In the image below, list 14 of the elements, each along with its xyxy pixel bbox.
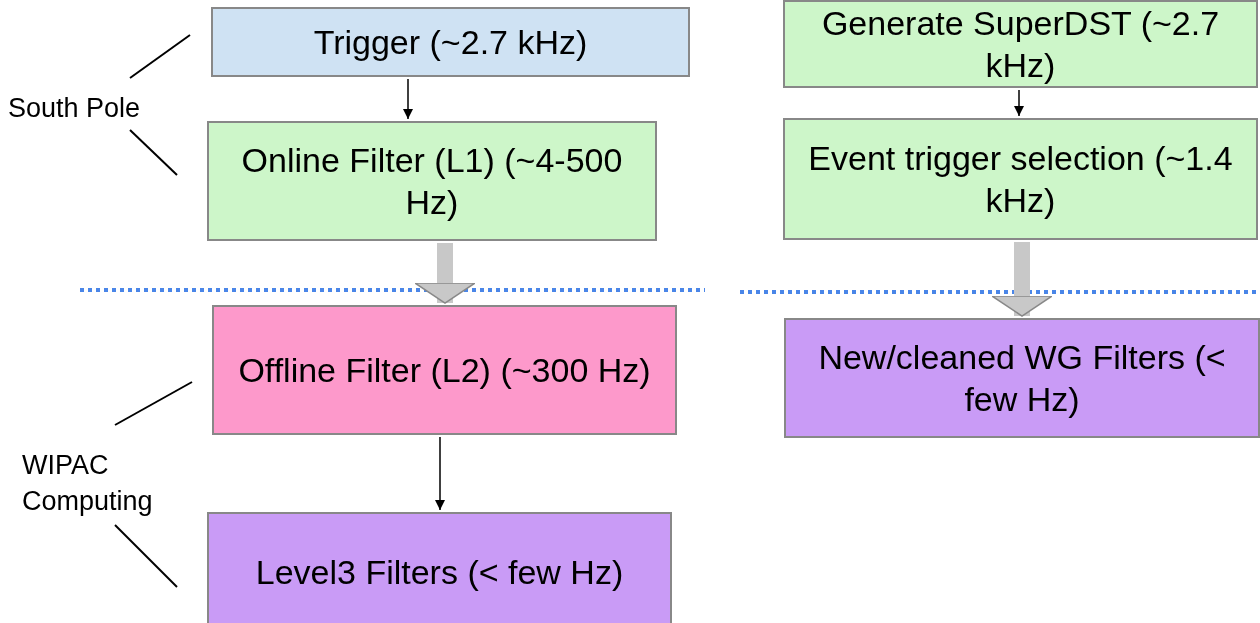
process-box: Trigger (~2.7 kHz) bbox=[211, 7, 690, 77]
region-label: WIPAC Computing bbox=[22, 449, 154, 518]
process-box: New/cleaned WG Filters (< few Hz) bbox=[784, 318, 1260, 438]
block-arrow bbox=[414, 243, 476, 304]
process-box: Generate SuperDST (~2.7 kHz) bbox=[783, 0, 1258, 88]
process-box: Offline Filter (L2) (~300 Hz) bbox=[212, 305, 677, 435]
arrow bbox=[403, 78, 413, 120]
arrow bbox=[1014, 89, 1024, 117]
process-box: Online Filter (L1) (~4-500 Hz) bbox=[207, 121, 657, 241]
block-arrow bbox=[991, 242, 1053, 317]
region-label: South Pole bbox=[8, 92, 141, 125]
process-box: Level3 Filters (< few Hz) bbox=[207, 512, 672, 623]
arrow bbox=[435, 436, 445, 511]
process-box: Event trigger selection (~1.4 kHz) bbox=[783, 118, 1258, 240]
